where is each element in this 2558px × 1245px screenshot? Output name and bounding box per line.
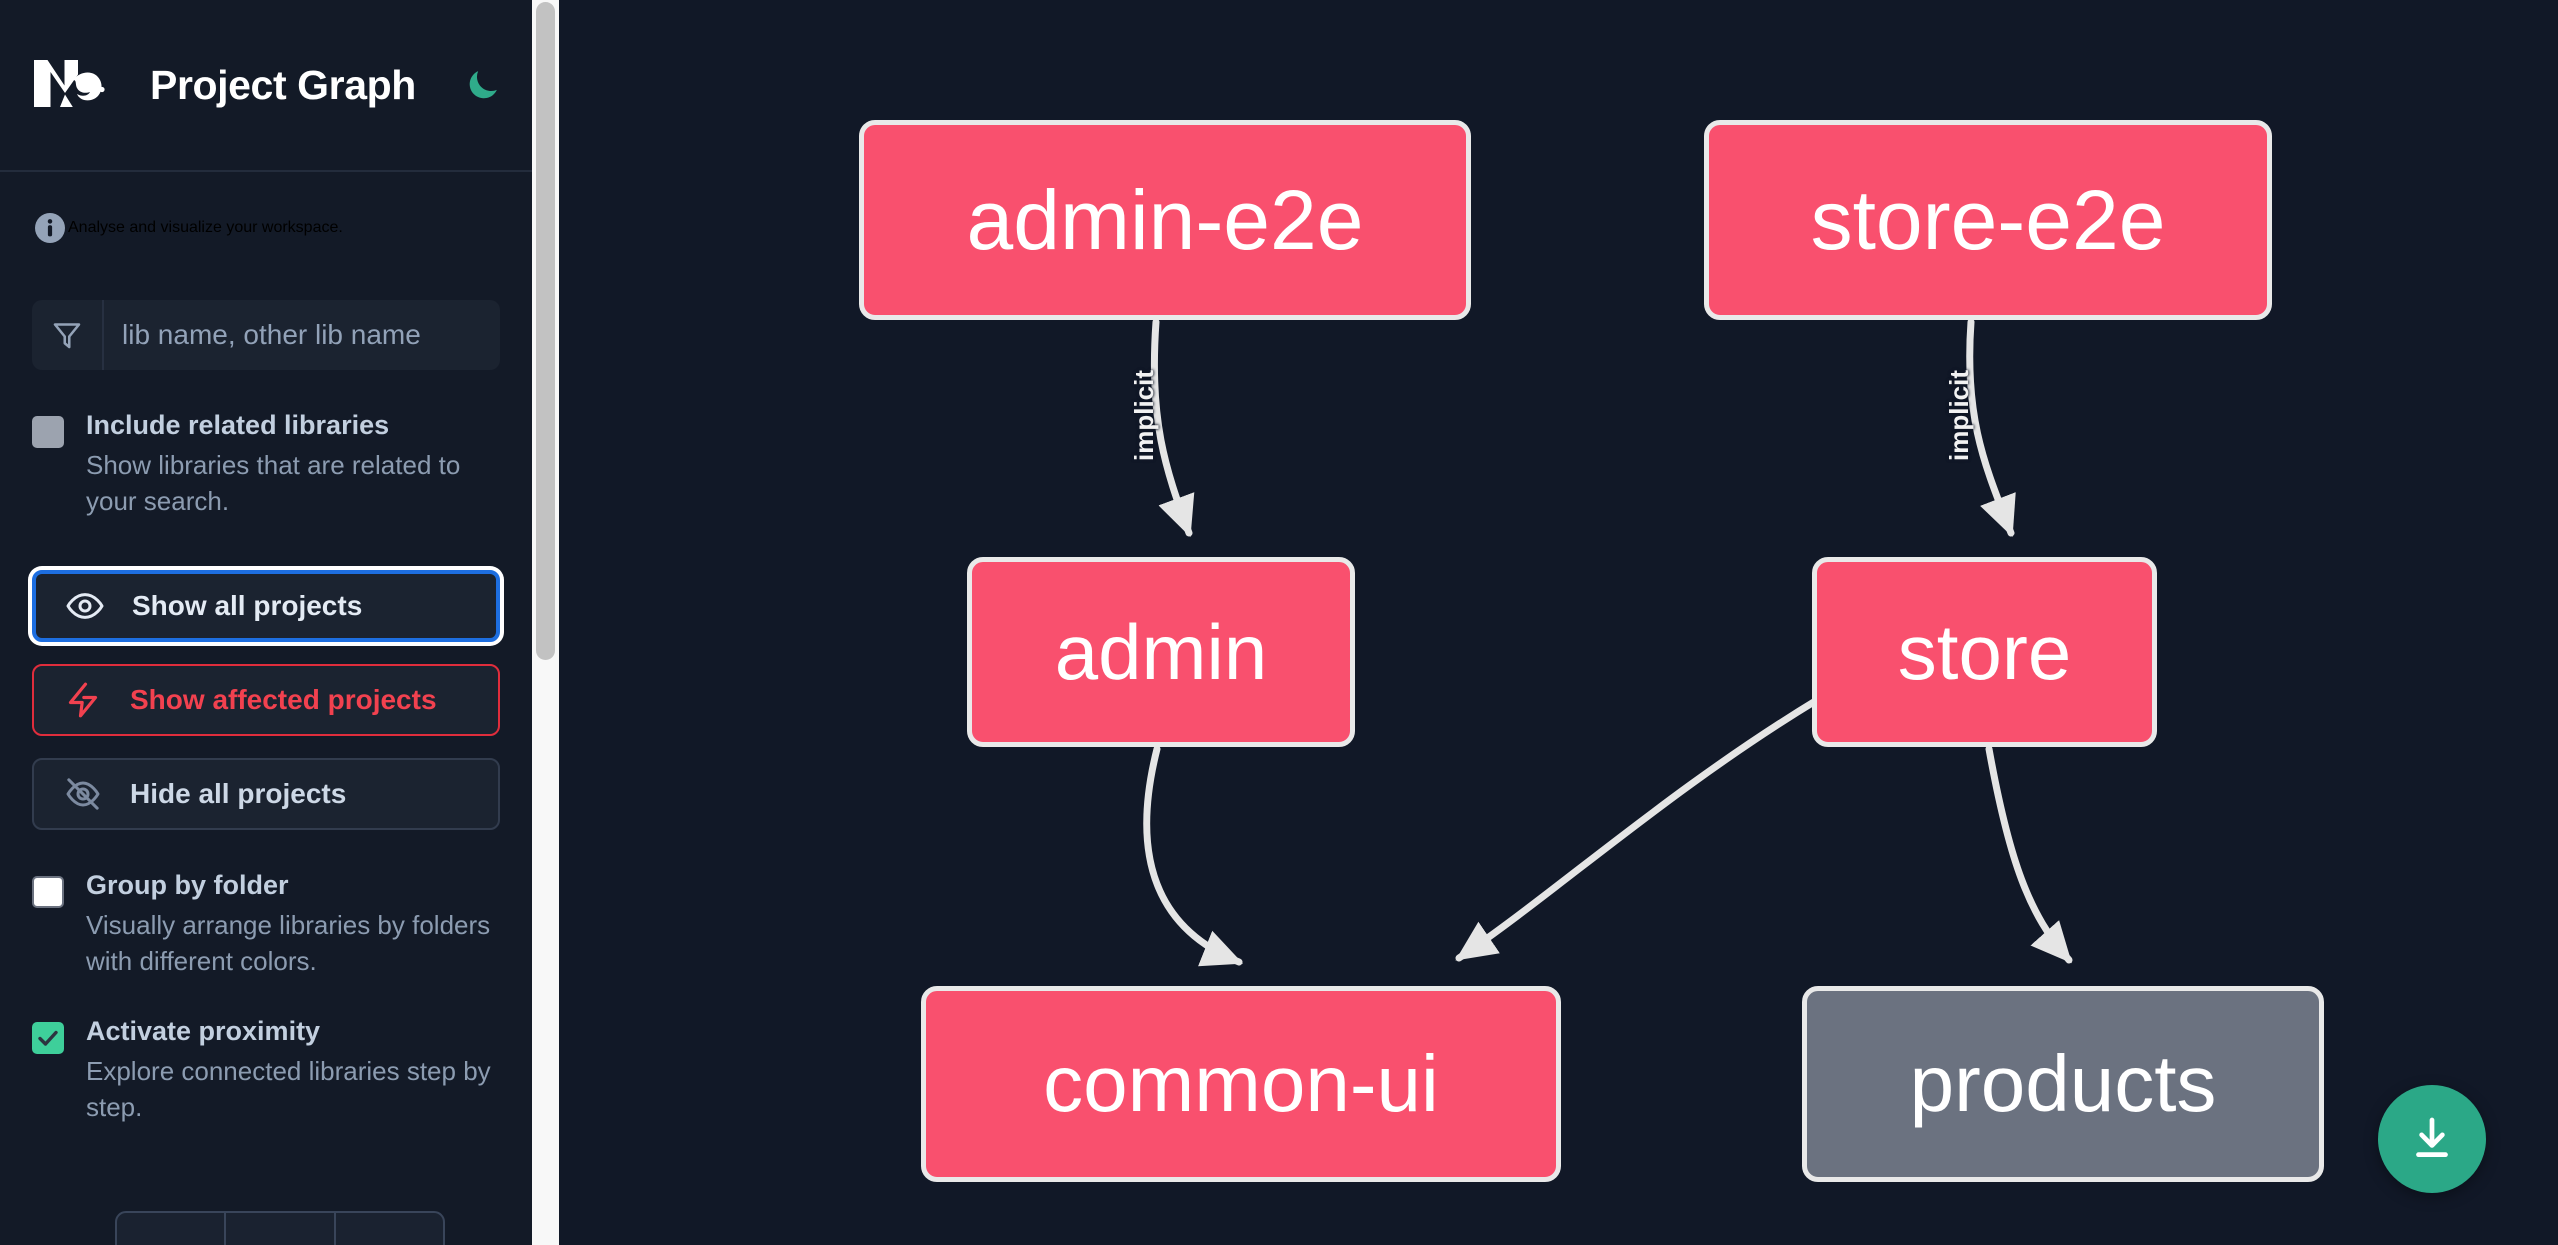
hide-all-projects-label: Hide all projects bbox=[130, 777, 347, 809]
graph-node-admin-e2e[interactable]: admin-e2e bbox=[859, 120, 1471, 320]
sidebar-scrollbar-thumb[interactable] bbox=[536, 2, 555, 660]
moon-icon[interactable] bbox=[460, 62, 506, 108]
sidebar-scrollbar[interactable] bbox=[532, 0, 559, 1245]
include-related-libraries-checkbox[interactable] bbox=[32, 416, 64, 448]
activate-proximity-checkbox[interactable] bbox=[32, 1021, 64, 1054]
edge-store-e2e-store bbox=[1966, 318, 2016, 538]
sidebar-header: Project Graph bbox=[0, 0, 532, 172]
option-label: Include related libraries bbox=[86, 410, 390, 440]
download-icon bbox=[2405, 1111, 2459, 1168]
nx-logo bbox=[32, 54, 116, 116]
graph-node-store[interactable]: store bbox=[1812, 557, 2157, 747]
proximity-step-segmented-control[interactable] bbox=[115, 1211, 445, 1245]
eye-icon bbox=[64, 585, 106, 627]
sidebar: Project Graph Analyse and visualize your… bbox=[0, 0, 559, 1245]
edge-store-products bbox=[1985, 745, 2073, 964]
option-label: Group by folder bbox=[86, 869, 289, 900]
edge-store-common-ui bbox=[1455, 696, 1821, 962]
eye-off-icon bbox=[62, 773, 104, 815]
option-description: Visually arrange libraries by folders wi… bbox=[86, 909, 491, 976]
show-all-projects-button[interactable]: Show all projects bbox=[32, 569, 500, 642]
option-label: Activate proximity bbox=[86, 1015, 321, 1046]
option-description: Explore connected libraries step by step… bbox=[86, 1055, 491, 1122]
segment-1[interactable] bbox=[117, 1213, 227, 1245]
show-affected-projects-button[interactable]: Show affected projects bbox=[32, 663, 500, 736]
option-include-related-libraries[interactable]: Include related libraries Show libraries… bbox=[32, 410, 500, 520]
search-bar bbox=[32, 300, 500, 370]
graph-canvas[interactable]: implicit implicit admin-e2e store-e2e ad… bbox=[559, 0, 2558, 1245]
projects-button-group: Show all projects Show affected projects bbox=[32, 569, 500, 830]
download-image-button[interactable] bbox=[2378, 1085, 2486, 1193]
option-group-by-folder[interactable]: Group by folder Visually arrange librari… bbox=[32, 870, 500, 980]
graph-node-store-e2e[interactable]: store-e2e bbox=[1704, 120, 2272, 320]
option-activate-proximity[interactable]: Activate proximity Explore connected lib… bbox=[32, 1016, 500, 1126]
graph-node-products[interactable]: products bbox=[1802, 986, 2324, 1182]
search-input[interactable] bbox=[104, 300, 500, 370]
hide-all-projects-button[interactable]: Hide all projects bbox=[32, 757, 500, 830]
page-title: Project Graph bbox=[150, 61, 416, 108]
sidebar-info-text: Analyse and visualize your workspace. bbox=[68, 219, 343, 236]
graph-edges bbox=[1143, 318, 2073, 967]
segment-3[interactable] bbox=[336, 1213, 443, 1245]
show-affected-projects-label: Show affected projects bbox=[130, 683, 437, 715]
edge-admin-common-ui bbox=[1143, 745, 1244, 967]
show-all-projects-label: Show all projects bbox=[132, 589, 363, 621]
graph-node-common-ui[interactable]: common-ui bbox=[921, 986, 1561, 1182]
option-description: Show libraries that are related to your … bbox=[86, 450, 461, 516]
group-by-folder-checkbox[interactable] bbox=[32, 875, 64, 908]
info-circle-icon bbox=[32, 210, 68, 246]
sidebar-info: Analyse and visualize your workspace. bbox=[0, 172, 532, 246]
edge-label-implicit-store: implicit bbox=[1944, 369, 1975, 462]
graph-node-admin[interactable]: admin bbox=[967, 557, 1355, 747]
edge-admin-e2e-admin bbox=[1150, 318, 1195, 538]
lightning-bolt-icon bbox=[62, 679, 104, 721]
edge-label-implicit-admin: implicit bbox=[1129, 369, 1160, 462]
filter-icon bbox=[32, 300, 104, 370]
segment-2[interactable] bbox=[226, 1213, 336, 1245]
